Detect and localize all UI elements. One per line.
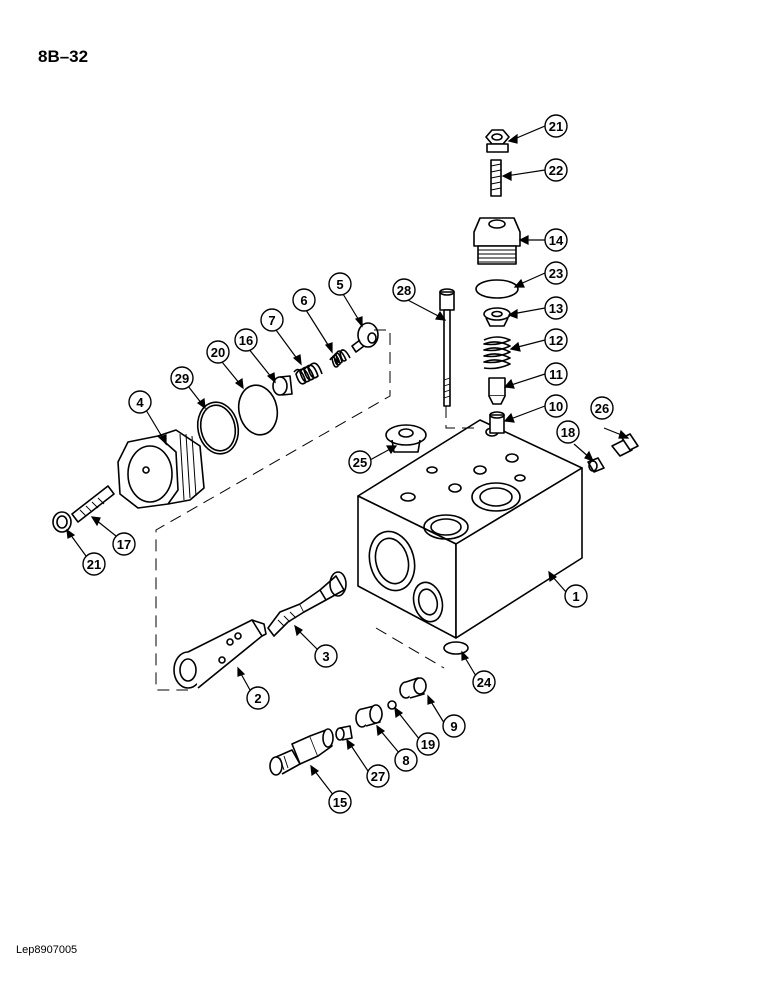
svg-text:11: 11: [549, 367, 563, 382]
spacer: [335, 725, 353, 741]
svg-text:18: 18: [561, 425, 575, 440]
callout-26: 26: [590, 396, 614, 420]
set-screw: [490, 159, 502, 197]
callout-13: 13: [544, 296, 568, 320]
spool: [267, 571, 347, 637]
svg-text:20: 20: [211, 345, 225, 360]
svg-text:14: 14: [549, 233, 564, 248]
o-ring-small: [443, 641, 469, 655]
check-ball: [387, 700, 397, 710]
svg-text:13: 13: [549, 301, 563, 316]
callout-22: 22: [544, 158, 568, 182]
long-bolt: [439, 288, 455, 407]
callout-21-left: 21: [82, 552, 106, 576]
relief-cap: [117, 429, 205, 509]
svg-text:3: 3: [322, 649, 329, 664]
callout-4: 4: [128, 390, 152, 414]
small-plug: [587, 457, 605, 473]
svg-text:4: 4: [136, 395, 144, 410]
svg-text:21: 21: [549, 119, 563, 134]
callout-15: 15: [328, 790, 352, 814]
svg-text:21: 21: [87, 557, 101, 572]
svg-text:15: 15: [333, 795, 347, 810]
backup-ring: [237, 384, 279, 436]
check-seat: [355, 704, 383, 728]
svg-text:8: 8: [402, 753, 409, 768]
callout-11: 11: [544, 362, 568, 386]
callout-3: 3: [314, 644, 338, 668]
callout-6: 6: [292, 288, 316, 312]
svg-text:16: 16: [239, 333, 253, 348]
callout-16: 16: [234, 328, 258, 352]
spring-small: [329, 349, 351, 368]
svg-text:7: 7: [268, 313, 275, 328]
callout-25: 25: [348, 450, 372, 474]
svg-text:23: 23: [549, 266, 563, 281]
callout-27: 27: [366, 764, 390, 788]
callout-8: 8: [394, 748, 418, 772]
poppet: [488, 377, 506, 405]
seat: [483, 307, 511, 327]
callout-19: 19: [416, 732, 440, 756]
callout-18: 18: [556, 420, 580, 444]
valve-body: [357, 419, 583, 639]
adjust-screw: [71, 485, 115, 523]
svg-text:2: 2: [254, 691, 261, 706]
svg-text:24: 24: [477, 675, 492, 690]
svg-text:1: 1: [572, 589, 579, 604]
snap-ring: [475, 279, 519, 299]
callout-29: 29: [170, 366, 194, 390]
callout-17: 17: [112, 532, 136, 556]
svg-text:26: 26: [595, 401, 609, 416]
svg-text:27: 27: [371, 769, 385, 784]
svg-text:25: 25: [353, 455, 367, 470]
callout-21-top: 21: [544, 114, 568, 138]
callout-24: 24: [472, 670, 496, 694]
svg-text:10: 10: [549, 399, 563, 414]
callout-7: 7: [260, 308, 284, 332]
svg-text:6: 6: [300, 293, 307, 308]
svg-text:9: 9: [450, 719, 457, 734]
svg-text:19: 19: [421, 737, 435, 752]
callout-10: 10: [544, 394, 568, 418]
page-code: 8B–32: [38, 47, 89, 66]
nut-left: [52, 511, 72, 533]
plug: [473, 217, 521, 265]
svg-text:12: 12: [549, 333, 563, 348]
check-sleeve: [399, 677, 427, 699]
poppet-left: [351, 322, 379, 353]
fitting: [269, 728, 334, 776]
svg-text:29: 29: [175, 371, 189, 386]
seat-left: [272, 375, 293, 396]
callout-2: 2: [246, 686, 270, 710]
callout-28: 28: [392, 278, 416, 302]
svg-text:22: 22: [549, 163, 563, 178]
spring-top: [483, 336, 511, 370]
callout-14: 14: [544, 228, 568, 252]
svg-text:17: 17: [117, 537, 131, 552]
nut-top: [485, 129, 510, 153]
svg-text:28: 28: [397, 283, 411, 298]
spool-sleeve: [173, 619, 267, 689]
callout-20: 20: [206, 340, 230, 364]
callout-5: 5: [328, 272, 352, 296]
callout-23: 23: [544, 261, 568, 285]
reference-code: Lep8907005: [16, 944, 78, 956]
svg-text:5: 5: [336, 277, 343, 292]
spring-left: [293, 362, 323, 385]
o-ring-large: [196, 401, 240, 455]
sleeve: [489, 411, 505, 434]
callout-1: 1: [564, 584, 588, 608]
callout-12: 12: [544, 328, 568, 352]
callout-9: 9: [442, 714, 466, 738]
